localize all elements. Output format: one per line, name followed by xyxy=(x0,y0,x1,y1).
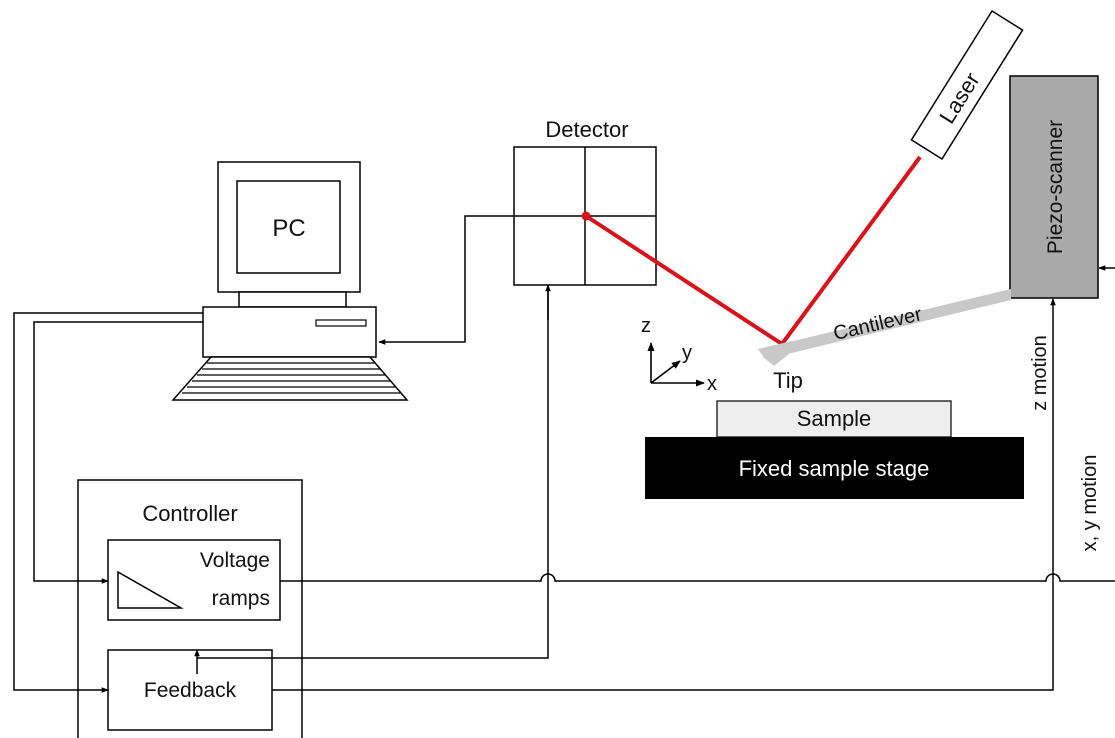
sample xyxy=(716,400,952,438)
detector-label: Detector xyxy=(545,117,628,142)
axis-x-label: x xyxy=(707,373,717,395)
controller-label: Controller xyxy=(142,501,237,526)
feedback-label: Feedback xyxy=(144,679,237,702)
voltage-label: Voltage xyxy=(200,549,270,572)
feedback-box xyxy=(107,649,273,731)
detector-to-pc-line xyxy=(378,215,514,345)
coordinate-axes xyxy=(647,342,705,387)
detector-feedback-line xyxy=(196,285,549,674)
laser-spot xyxy=(581,211,591,221)
sample-label: Sample xyxy=(797,406,872,431)
cantilever-label: Cantilever xyxy=(831,303,924,345)
pc-to-feedback-line xyxy=(13,312,203,693)
pc-computer xyxy=(171,161,409,401)
stage-label: Fixed sample stage xyxy=(739,456,930,481)
piezo-scanner xyxy=(1009,75,1099,299)
ramp-icon xyxy=(117,570,184,609)
ramps-label: ramps xyxy=(212,587,270,610)
tip-label: Tip xyxy=(773,368,803,393)
cantilever xyxy=(760,289,1011,357)
pc-label: PC xyxy=(272,215,305,242)
signal-lines xyxy=(13,215,1115,693)
feedback-to-piezo-line xyxy=(272,298,1056,691)
axis-y-label: y xyxy=(682,342,692,364)
voltage-to-piezo-line xyxy=(280,573,1115,582)
tip xyxy=(758,341,792,366)
laser: Laser xyxy=(910,9,1024,161)
piezo-label: Piezo-scanner xyxy=(1044,120,1067,254)
axis-z-label: z xyxy=(641,315,651,337)
fixed-sample-stage xyxy=(645,437,1024,499)
pc-to-voltage-line xyxy=(33,321,203,584)
z-motion-label: z motion xyxy=(1029,335,1051,411)
xy-motion-label: x, y motion xyxy=(1079,455,1101,552)
